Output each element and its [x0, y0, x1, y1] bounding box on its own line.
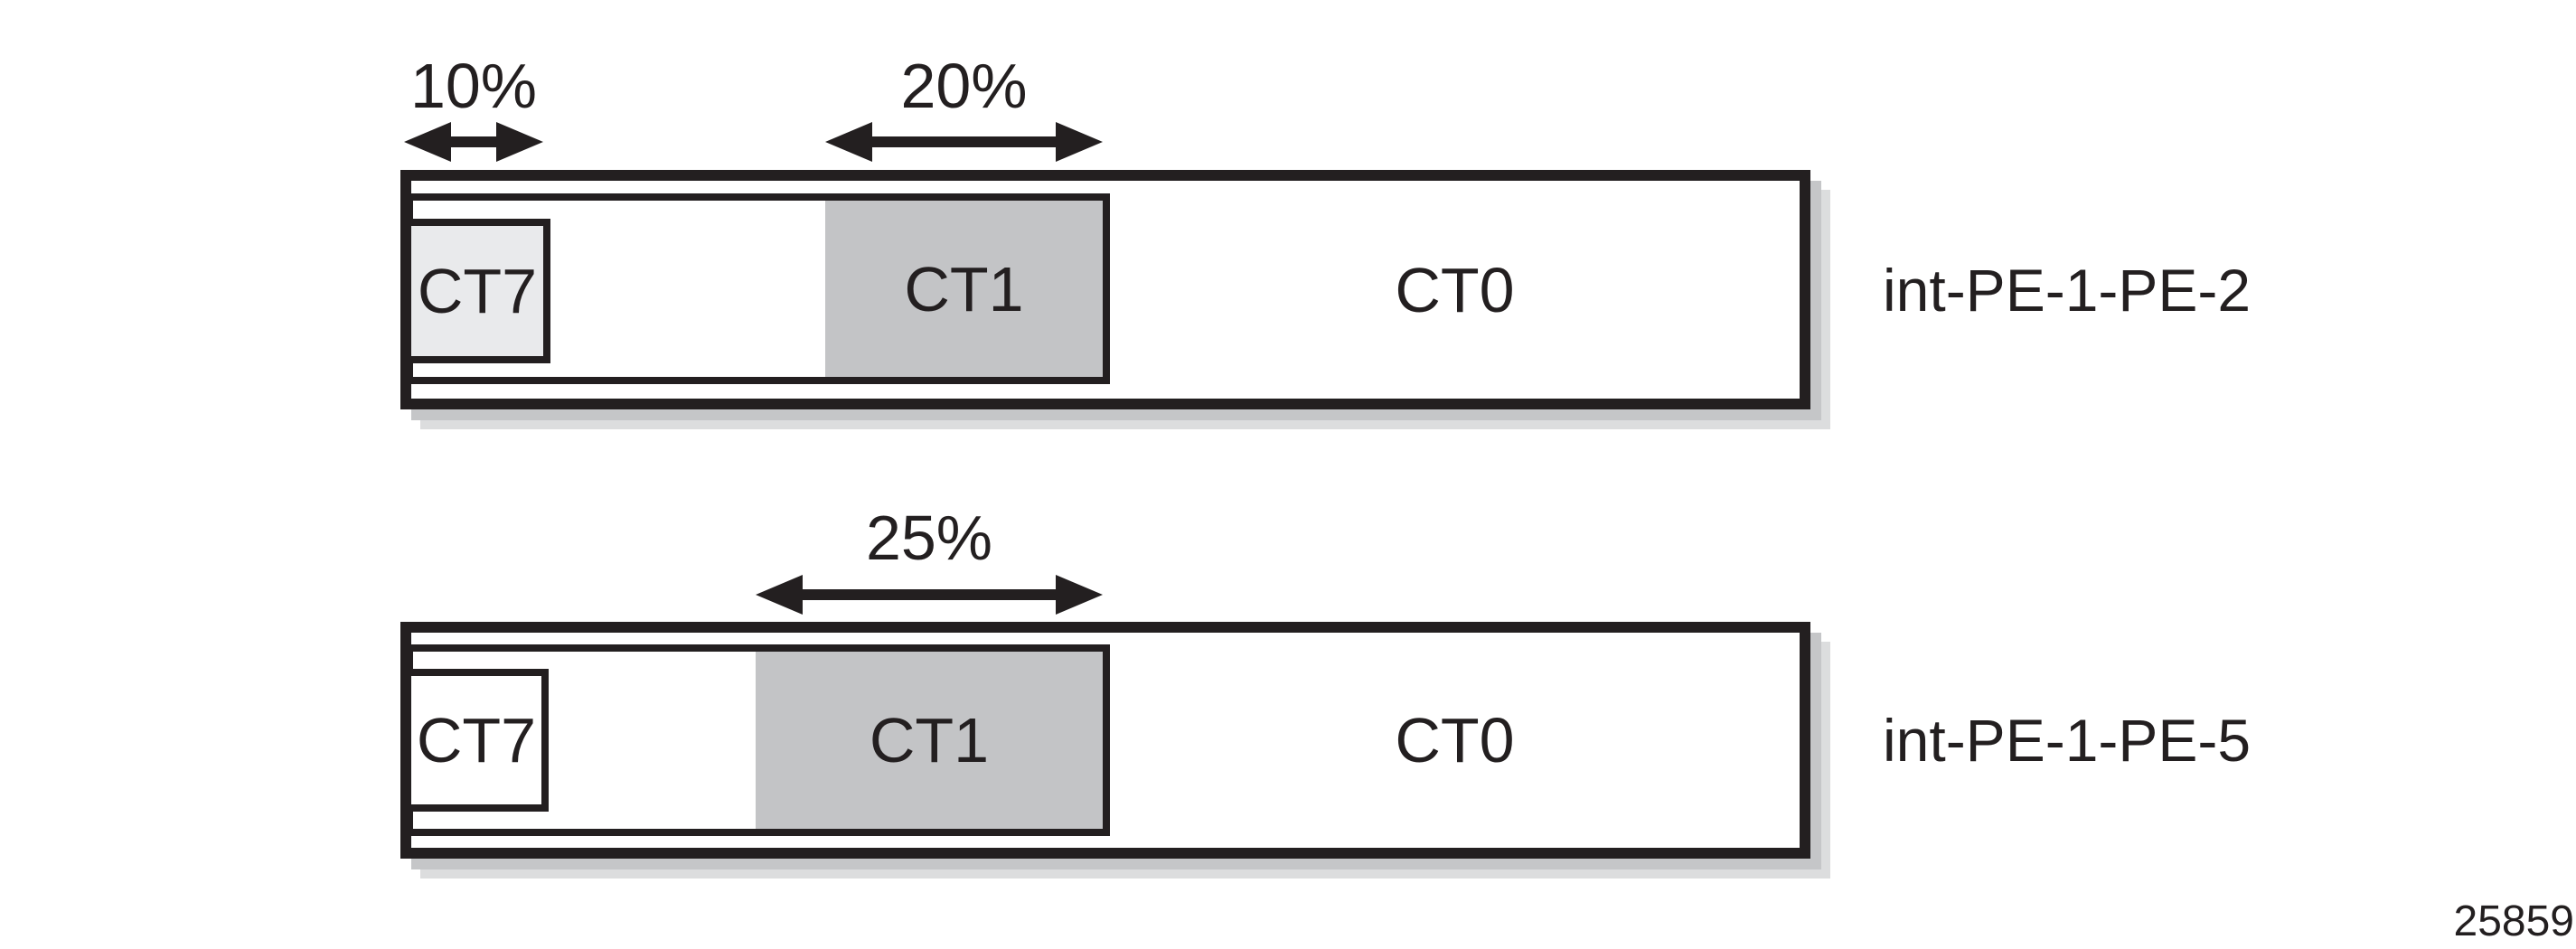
ct1-width-arrow-icon: [756, 575, 1103, 615]
ct0-segment: CT0: [1110, 170, 1800, 409]
ct1-percent-label: 20%: [900, 51, 1028, 121]
ct1-segment: CT1: [756, 652, 1103, 829]
ct1-segment-label: CT1: [904, 253, 1024, 324]
figure-number: 25859: [2453, 897, 2574, 945]
arrowhead-right-icon: [496, 122, 543, 162]
ct7-width-arrow-icon: [404, 122, 543, 162]
arrowhead-left-icon: [756, 575, 803, 615]
ct1-segment: CT1: [825, 201, 1103, 377]
arrowhead-right-icon: [1056, 122, 1103, 162]
arrow-shaft: [444, 136, 503, 147]
interface-name-label: int-PE-1-PE-2: [1883, 256, 2252, 324]
ct1-segment-label: CT1: [869, 705, 990, 775]
interface-name-label: int-PE-1-PE-5: [1883, 707, 2252, 774]
ct1-percent-label: 25%: [865, 503, 993, 573]
arrow-shaft: [865, 136, 1063, 147]
ct7-segment: CT7: [404, 669, 549, 812]
ct7-segment-label: CT7: [417, 256, 538, 326]
arrowhead-left-icon: [404, 122, 451, 162]
arrowhead-left-icon: [825, 122, 872, 162]
ct1-width-arrow-icon: [825, 122, 1103, 162]
ct7-segment-label: CT7: [416, 705, 537, 775]
ct7-percent-label: 10%: [409, 51, 538, 121]
ct7-segment: CT7: [404, 219, 550, 363]
arrow-shaft: [795, 589, 1063, 600]
arrowhead-right-icon: [1056, 575, 1103, 615]
ct0-segment-label: CT0: [1395, 254, 1515, 325]
ct0-segment: CT0: [1110, 622, 1800, 859]
ct0-segment-label: CT0: [1395, 705, 1515, 775]
